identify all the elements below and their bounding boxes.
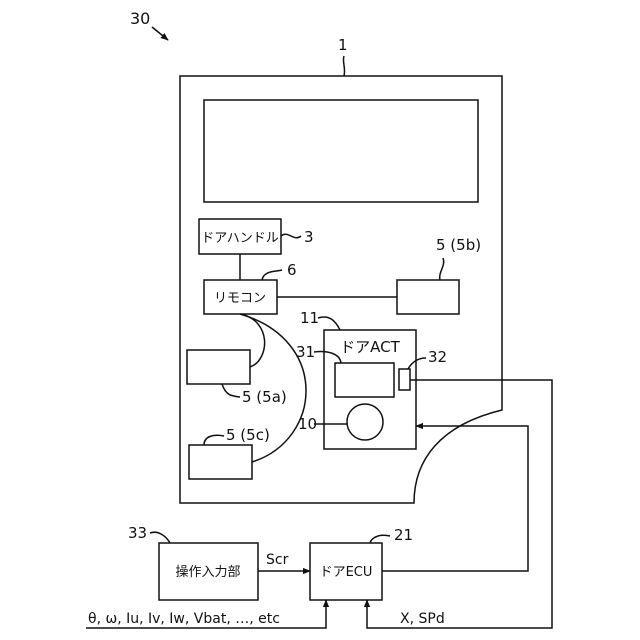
sensor-32-box bbox=[399, 369, 410, 390]
op-input-label: 操作入力部 bbox=[175, 564, 240, 580]
ref-1-label: 1 bbox=[338, 36, 348, 54]
door-act-label: ドアACT bbox=[340, 338, 400, 356]
ref-11-leader bbox=[318, 317, 340, 330]
ref-5a-label: 5 (5a) bbox=[242, 388, 287, 406]
remocon-label: リモコン bbox=[214, 291, 266, 306]
ref-11-label: 11 bbox=[300, 309, 319, 327]
ref-6-leader bbox=[262, 270, 282, 280]
ref-3-leader bbox=[281, 234, 301, 237]
ref-5c-label: 5 (5c) bbox=[226, 426, 270, 444]
ref-30-arrow bbox=[152, 27, 168, 40]
ref-21-leader bbox=[370, 535, 390, 543]
ref-21-label: 21 bbox=[394, 526, 413, 544]
ref-5b-label: 5 (5b) bbox=[436, 236, 481, 254]
door-handle-label: ドアハンドル bbox=[201, 231, 278, 246]
gear-10-circle bbox=[347, 404, 383, 440]
lock-5c-box bbox=[189, 445, 252, 479]
lock-5a-box bbox=[187, 350, 250, 384]
scr-label: Scr bbox=[266, 552, 289, 568]
door-window bbox=[204, 100, 478, 202]
ref-6-label: 6 bbox=[287, 261, 297, 279]
ref-3-label: 3 bbox=[304, 228, 314, 246]
ref-5a-leader bbox=[222, 384, 240, 397]
ref-5c-leader bbox=[204, 435, 224, 445]
ref-31-label: 31 bbox=[296, 343, 315, 361]
ref-32-label: 32 bbox=[428, 348, 447, 366]
lock-5b-box bbox=[397, 280, 459, 314]
inputs-label: θ, ω, Iu, Iv, Iw, Vbat, …, etc bbox=[88, 611, 280, 627]
ref-1-leader bbox=[343, 56, 344, 76]
ref-5b-leader bbox=[440, 258, 444, 280]
ref-30-label: 30 bbox=[130, 9, 150, 28]
ref-33-leader bbox=[150, 532, 170, 543]
ref-33-label: 33 bbox=[128, 524, 147, 542]
motor-31-box bbox=[335, 363, 394, 397]
door-ecu-label: ドアECU bbox=[320, 565, 373, 580]
xspd-label: X, SPd bbox=[400, 611, 445, 627]
